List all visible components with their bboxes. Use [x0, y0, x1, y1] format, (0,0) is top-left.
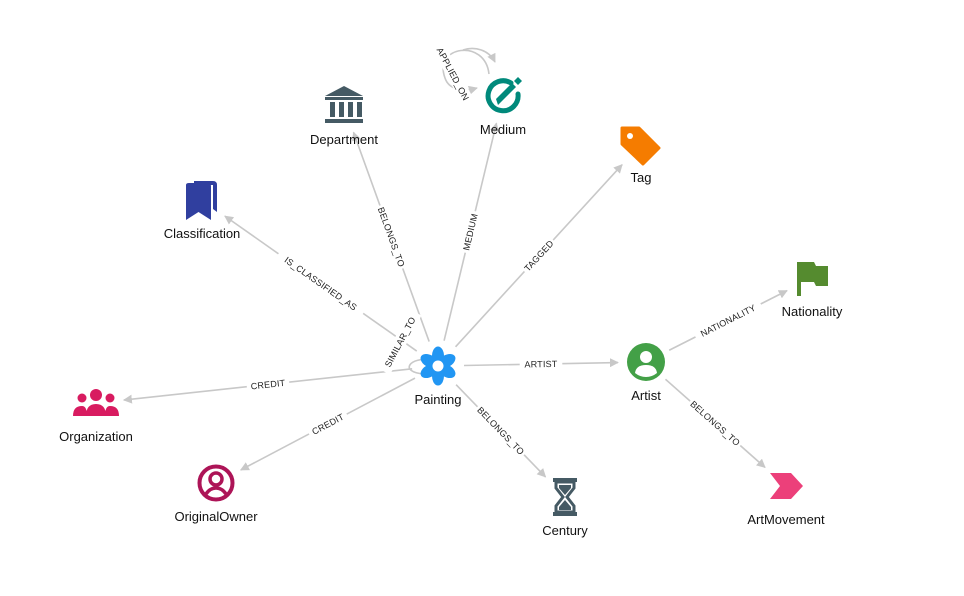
- flag-icon: [797, 262, 828, 296]
- edge-painting-to-painting-8-label-bg: [378, 309, 422, 375]
- edge-painting-to-medium-1-label-group: MEDIUM: [458, 209, 482, 255]
- edge-painting-to-century-7-label-group: BELONGS_TO: [472, 402, 529, 460]
- node-artist[interactable]: Artist: [627, 343, 665, 403]
- edge-painting-to-originalowner-6[interactable]: CREDIT: [239, 377, 416, 471]
- node-artmovement[interactable]: ArtMovement: [747, 473, 825, 527]
- account-circle-icon: [627, 343, 665, 381]
- edge-artist-to-nationality-10[interactable]: NATIONALITY: [668, 289, 788, 351]
- groups-icon: [73, 389, 119, 416]
- edge-painting-to-artist-4-label: ARTIST: [524, 359, 558, 370]
- edge-painting-to-department-0-label: BELONGS_TO: [376, 206, 407, 269]
- edge-painting-to-classification-3-label-bg: [274, 248, 367, 319]
- node-tag[interactable]: Tag: [620, 126, 661, 185]
- node-organization[interactable]: Organization: [59, 389, 133, 444]
- edge-painting-to-classification-3-label-group: IS_CLASSIFIED_AS: [274, 248, 367, 319]
- edge-painting-to-century-7[interactable]: BELONGS_TO: [455, 384, 547, 478]
- node-century[interactable]: Century: [542, 478, 588, 538]
- edge-painting-to-department-0-label-bg: [373, 203, 409, 271]
- node-department[interactable]: Department: [310, 86, 378, 147]
- edge-painting-to-tag-2-label: TAGGED: [522, 238, 556, 273]
- edge-artist-to-nationality-10-label-group: NATIONALITY: [692, 298, 764, 343]
- flower-icon: [420, 346, 456, 386]
- edge-artist-to-artmovement-11[interactable]: BELONGS_TO: [664, 378, 766, 469]
- edge-painting-to-classification-3-label: IS_CLASSIFIED_AS: [283, 255, 359, 313]
- chevron-arrow-icon: [770, 473, 803, 499]
- person-circle-outline-icon: [197, 464, 235, 502]
- edge-painting-to-tag-2-label-bg: [519, 235, 558, 276]
- node-label-organization: Organization: [59, 429, 133, 444]
- edge-painting-to-medium-1[interactable]: MEDIUM: [443, 122, 499, 341]
- edge-painting-to-organization-5-label: CREDIT: [250, 378, 286, 392]
- edge-painting-to-medium-1-label-bg: [458, 209, 482, 255]
- edge-painting-to-painting-8[interactable]: SIMILAR_TO: [378, 309, 433, 375]
- edge-painting-to-originalowner-6-label-bg: [306, 408, 350, 440]
- edge-painting-to-painting-8-label-group: SIMILAR_TO: [378, 309, 422, 375]
- tag-icon: [620, 126, 661, 166]
- hourglass-icon: [553, 478, 577, 516]
- edge-painting-to-artist-4-label-group: ARTIST: [519, 357, 563, 371]
- node-label-department: Department: [310, 132, 378, 147]
- edge-painting-to-century-7-label-bg: [472, 402, 529, 460]
- edge-medium-to-medium-9-label: APPLIED_ON: [435, 46, 471, 102]
- edge-painting-to-organization-5[interactable]: CREDIT: [122, 368, 413, 404]
- node-nationality[interactable]: Nationality: [782, 262, 843, 319]
- museum-building-icon: [325, 86, 363, 123]
- node-label-tag: Tag: [631, 170, 652, 185]
- node-label-nationality: Nationality: [782, 304, 843, 319]
- edit-pen-circle-icon: [485, 77, 522, 114]
- edge-painting-to-organization-5-label-group: CREDIT: [246, 375, 290, 394]
- edge-painting-to-artist-4[interactable]: ARTIST: [463, 357, 619, 371]
- bookmarks-icon: [186, 181, 217, 220]
- edge-painting-to-century-7-label: BELONGS_TO: [475, 405, 526, 457]
- node-label-originalowner: OriginalOwner: [174, 509, 258, 524]
- edge-artist-to-nationality-10-label: NATIONALITY: [699, 302, 758, 338]
- node-label-medium: Medium: [480, 122, 526, 137]
- node-painting[interactable]: Painting: [415, 346, 462, 408]
- edge-painting-to-originalowner-6-label-group: CREDIT: [306, 408, 350, 440]
- node-classification[interactable]: Classification: [164, 181, 241, 241]
- node-label-artmovement: ArtMovement: [747, 512, 825, 527]
- edge-painting-to-artist-4-label-bg: [519, 357, 563, 371]
- edge-artist-to-nationality-10-label-bg: [692, 298, 764, 343]
- node-label-century: Century: [542, 523, 588, 538]
- node-originalowner[interactable]: OriginalOwner: [174, 464, 258, 525]
- edge-painting-to-painting-8-label: SIMILAR_TO: [383, 315, 418, 369]
- node-label-painting: Painting: [415, 392, 462, 407]
- edges-layer: BELONGS_TO MEDIUM TAGGED IS_CLASSIFIED_AS AR…: [122, 41, 788, 478]
- edge-medium-to-medium-9[interactable]: APPLIED_ON: [431, 41, 496, 107]
- edge-artist-to-artmovement-11-label-group: BELONGS_TO: [685, 396, 745, 451]
- edge-painting-to-department-0-label-group: BELONGS_TO: [373, 203, 409, 271]
- edge-medium-to-medium-9-line-top: [462, 47, 496, 63]
- edge-artist-to-artmovement-11-label: BELONGS_TO: [688, 399, 742, 448]
- node-medium[interactable]: Medium: [480, 77, 526, 137]
- nodes-layer: Painting Department MediumTagClassificatio…: [59, 77, 843, 538]
- edge-painting-to-organization-5-label-bg: [246, 375, 290, 394]
- edge-medium-to-medium-9-label-bg: [431, 41, 475, 107]
- edge-artist-to-artmovement-11-label-bg: [685, 396, 745, 451]
- node-label-artist: Artist: [631, 388, 661, 403]
- node-label-classification: Classification: [164, 226, 241, 241]
- edge-painting-to-tag-2-label-group: TAGGED: [519, 235, 558, 276]
